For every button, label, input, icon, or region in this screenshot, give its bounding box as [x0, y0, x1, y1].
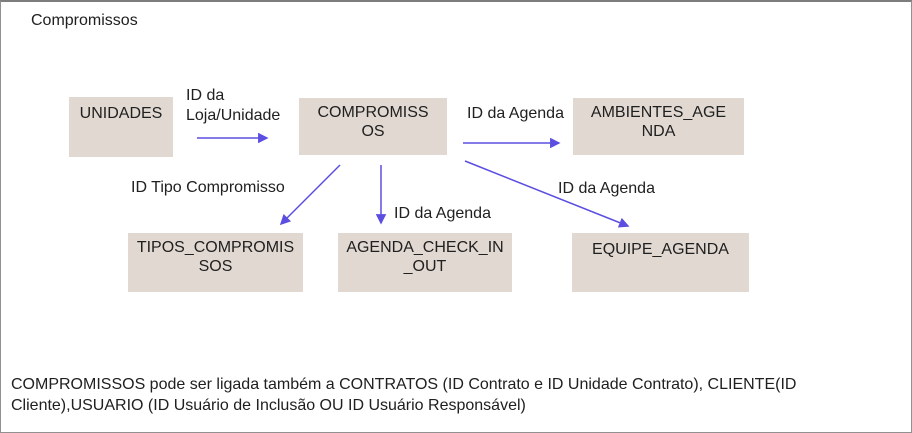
entity-label-line2: SOS [198, 258, 233, 275]
entity-label-line2: _OUT [403, 258, 447, 275]
entity-label-line2: NDA [641, 123, 676, 140]
entity-label: COMPROMISS [317, 104, 429, 121]
entity-label: AGENDA_CHECK_IN [346, 239, 504, 256]
entity-box-tipos-compromissos: TIPOS_COMPROMIS SOS [128, 233, 303, 292]
edge-label-id-tipo-compromisso: ID Tipo Compromisso [131, 179, 285, 196]
entity-label: EQUIPE_AGENDA [592, 241, 729, 258]
entity-label: AMBIENTES_AGE [590, 104, 727, 121]
edge-label-id-da-agenda-check-in-out: ID da Agenda [394, 205, 491, 222]
entity-label: TIPOS_COMPROMIS [136, 239, 295, 256]
edge-label-id-da-agenda-ambientes: ID da Agenda [467, 105, 564, 122]
entity-label-line2: OS [361, 123, 385, 140]
entity-label: UNIDADES [79, 105, 163, 122]
edge-label-line: ID da [186, 87, 225, 104]
entity-box-ambientes-agenda: AMBIENTES_AGE NDA [573, 98, 744, 155]
entity-box-agenda-check-in-out: AGENDA_CHECK_IN _OUT [338, 233, 512, 292]
entity-box-compromissos: COMPROMISS OS [299, 98, 447, 155]
arrow-compromissos-to-tipos-compromissos [279, 164, 341, 226]
edge-label-id-da-loja-unidade: ID da Loja/Unidade [186, 86, 280, 126]
page-title: Compromissos [31, 12, 138, 29]
entity-box-equipe-agenda: EQUIPE_AGENDA [572, 233, 749, 292]
footnote-text: COMPROMISSOS pode ser ligada também a CO… [11, 376, 797, 414]
edge-label-id-da-agenda-equipe: ID da Agenda [558, 180, 655, 197]
edge-label-line: Loja/Unidade [186, 107, 281, 124]
entity-box-unidades: UNIDADES [69, 97, 173, 157]
